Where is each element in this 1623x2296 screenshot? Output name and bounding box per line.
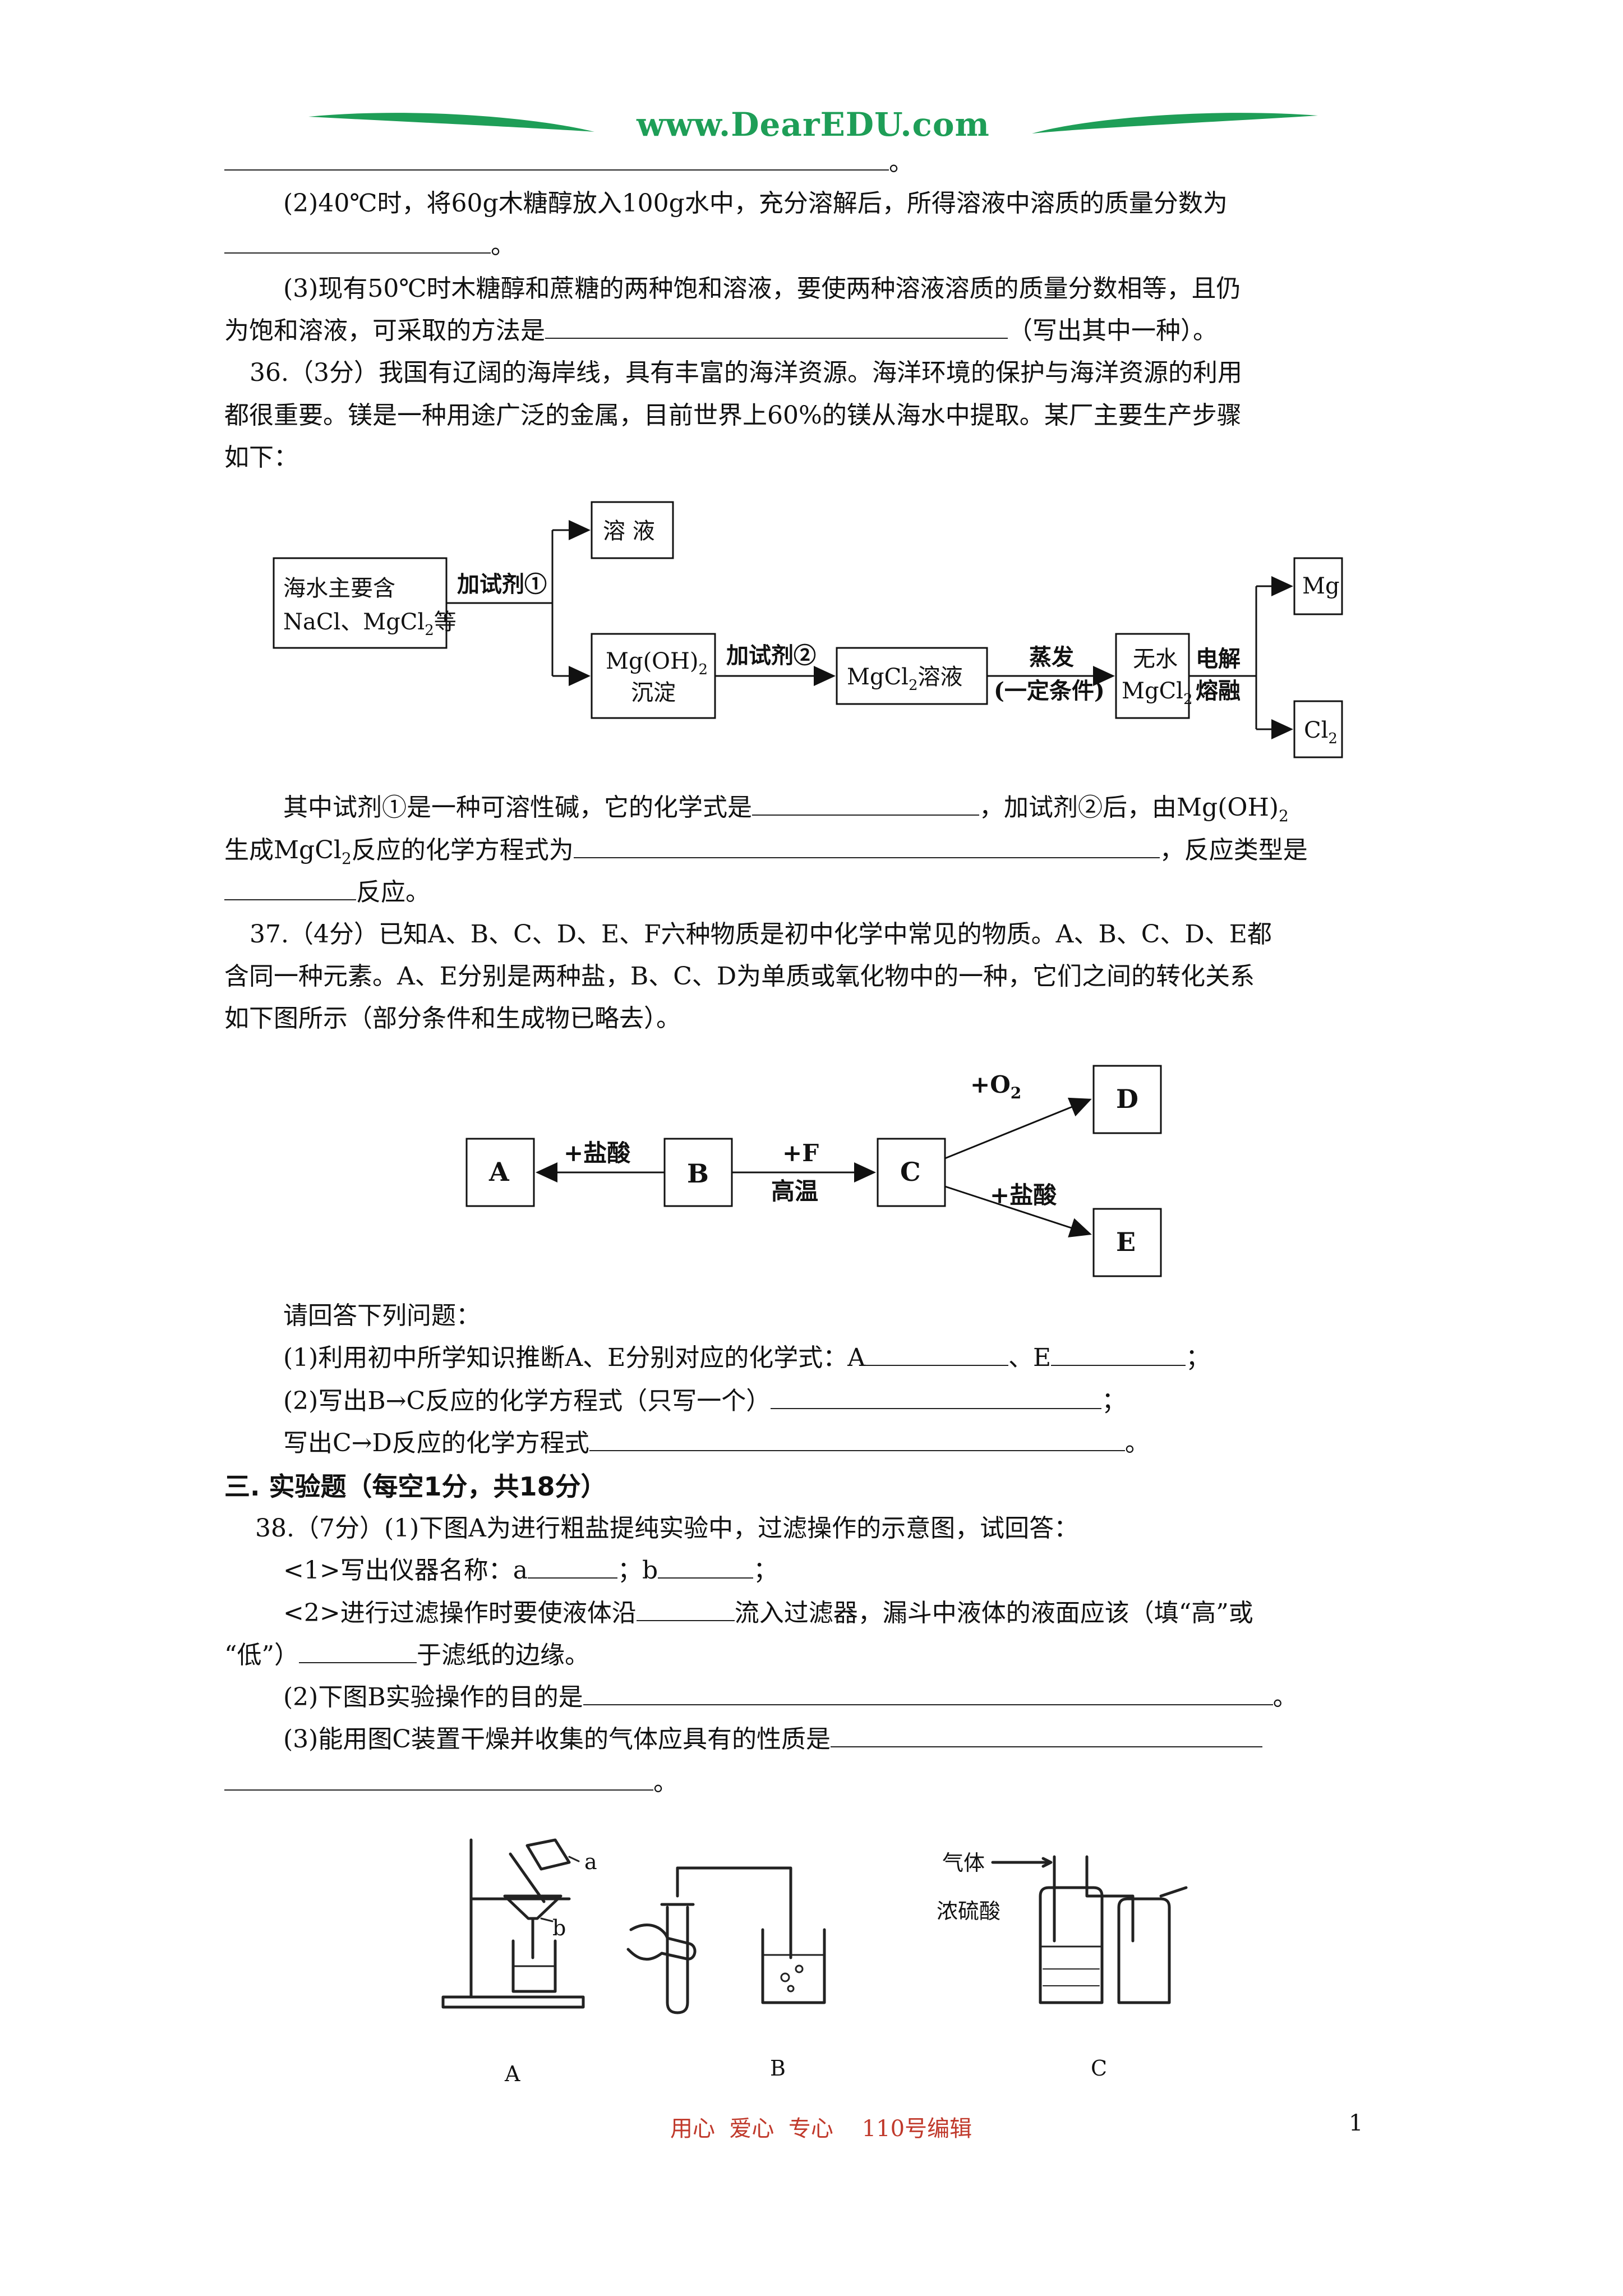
answer-blank[interactable] [771, 1386, 1102, 1409]
q37-question-1: (1)利用初中所学知识推断A、E分别对应的化学式：A、E； [283, 1342, 1211, 1372]
mg-box [1293, 557, 1343, 615]
figure-a-caption: A [504, 2062, 520, 2086]
conversion-diagram: A B C D E +盐酸 +F 高温 +O2 +盐酸 [465, 1065, 1162, 1277]
svg-text:E: E [1116, 1227, 1136, 1257]
q36-question-2: 生成MgCl2反应的化学方程式为，反应类型是 [224, 835, 1308, 868]
magnesium-flowchart: 海水主要含 NaCl、MgCl2等 加试剂① 溶 液 Mg(OH)2 沉淀 加试… [273, 501, 1343, 758]
q36-question-3: 反应。 [224, 877, 430, 908]
svg-text:熔融: 熔融 [1196, 678, 1241, 704]
o2-label: +O2 [970, 1071, 1021, 1102]
q38-line-2: <1>写出仪器名称：a；b； [283, 1555, 778, 1585]
q37-ask: 请回答下列问题： [283, 1301, 481, 1330]
hcl-ab-label: +盐酸 [564, 1139, 631, 1167]
q35-line-4: (3)现有50℃时木糖醇和蔗糖的两种饱和溶液，要使两种溶液溶质的质量分数相等，且… [283, 274, 1241, 303]
answer-blank[interactable] [224, 147, 889, 171]
svg-text:C: C [900, 1157, 921, 1187]
answer-blank[interactable] [224, 877, 356, 900]
electrolysis-label: 电解 [1196, 646, 1241, 672]
mg-label: Mg [1302, 573, 1340, 599]
reagent2-label: 加试剂② [726, 642, 816, 669]
answer-blank[interactable] [589, 1428, 1125, 1451]
figure-b-caption: B [770, 2056, 786, 2081]
seawater-label: 海水主要含 [283, 576, 395, 601]
apparatus-figures: a b A B C 气体 浓硫酸 [441, 1838, 1188, 2086]
q35-line-1: 。 [224, 147, 914, 178]
q37-intro-3: 如下图所示（部分条件和生成物已略去）。 [224, 1004, 681, 1033]
answer-blank[interactable] [224, 1767, 653, 1791]
section-3-title: 三. 实验题（每空1分，共18分） [224, 1471, 607, 1502]
q36-question-1: 其中试剂①是一种可溶性碱，它的化学式是，加试剂②后，由Mg(OH)2 [283, 792, 1289, 825]
conc-sulfuric-acid-label: 浓硫酸 [937, 1899, 1000, 1924]
footer-motto: 用心 爱心 专心 110号编辑 [670, 2116, 972, 2142]
q35-line-5: 为饱和溶液，可采取的方法是（写出其中一种）。 [224, 315, 1218, 345]
solution-box [591, 501, 674, 559]
figure-c-caption: C [1091, 2056, 1107, 2081]
q37-question-2: (2)写出B→C反应的化学方程式（只写一个）； [283, 1386, 1127, 1415]
answer-blank[interactable] [1051, 1342, 1186, 1366]
reagent1-label: 加试剂① [457, 571, 547, 597]
cl2-box [1293, 700, 1343, 758]
q36-intro-2: 都很重要。镁是一种用途广泛的金属，目前世界上60%的镁从海水中提取。某厂主要生产… [224, 401, 1242, 430]
filtration-apparatus-icon [441, 1838, 585, 2009]
q38-line-6: (3)能用图C装置干燥并收集的气体应具有的性质是 [283, 1724, 1262, 1755]
gas-drying-collection-icon [991, 1855, 1188, 2004]
svg-text:沉淀: 沉淀 [631, 680, 676, 706]
q38-line-5: (2)下图B实验操作的目的是。 [283, 1682, 1298, 1711]
svg-text:无水: 无水 [1133, 646, 1178, 672]
node-e [1092, 1208, 1162, 1277]
svg-text:(一定条件): (一定条件) [994, 678, 1105, 704]
answer-blank[interactable] [865, 1342, 1008, 1366]
q38-line-4: “低”）于滤纸的边缘。 [224, 1640, 589, 1669]
answer-blank[interactable] [527, 1555, 617, 1579]
svg-text:MgCl2溶液: MgCl2溶液 [847, 664, 963, 694]
header-swoosh-icon [308, 113, 1318, 134]
answer-blank[interactable] [831, 1724, 1262, 1747]
label-a: a [584, 1849, 597, 1874]
answer-blank[interactable] [658, 1555, 754, 1579]
page-number: 1 [1349, 2110, 1363, 2136]
airtightness-check-icon [626, 1866, 826, 2014]
answer-blank[interactable] [636, 1598, 735, 1621]
q35-line-2: (2)40℃时，将60g木糖醇放入100g水中，充分溶解后，所得溶液中溶质的质量… [283, 189, 1228, 218]
q38-line-3: <2>进行过滤操作时要使液体沿流入过滤器，漏斗中液体的液面应该（填“高”或 [283, 1598, 1253, 1627]
answer-blank[interactable] [545, 315, 1008, 339]
node-d [1092, 1065, 1162, 1134]
f-label: +F [782, 1139, 819, 1167]
svg-text:NaCl、MgCl2等: NaCl、MgCl2等 [283, 609, 457, 639]
evaporate-label: 蒸发 [1029, 644, 1074, 670]
q38-line-7: 。 [224, 1767, 678, 1798]
label-b: b [552, 1916, 566, 1940]
node-a [465, 1138, 535, 1207]
answer-blank[interactable] [299, 1640, 417, 1663]
hcl-ce-label: +盐酸 [990, 1181, 1057, 1209]
q36-intro-3: 如下： [224, 443, 298, 472]
svg-text:A: A [488, 1157, 510, 1187]
answer-blank[interactable] [583, 1682, 1273, 1705]
header-banner: www.DearEDU.com [303, 101, 1324, 151]
svg-text:Mg(OH)2: Mg(OH)2 [606, 648, 708, 678]
q35-line-3: 。 [224, 230, 515, 261]
q36-intro-1: 36.（3分）我国有辽阔的海岸线，具有丰富的海洋资源。海洋环境的保护与海洋资源的… [250, 358, 1242, 387]
svg-text:Cl2: Cl2 [1304, 717, 1338, 747]
answer-blank[interactable] [752, 792, 979, 816]
node-c [877, 1138, 946, 1207]
q37-question-3: 写出C→D反应的化学方程式。 [283, 1428, 1150, 1457]
high-temp-label: 高温 [771, 1177, 818, 1205]
q37-intro-1: 37.（4分）已知A、B、C、D、E、F六种物质是初中化学中常见的物质。A、B、… [250, 920, 1272, 949]
svg-text:MgCl2: MgCl2 [1122, 678, 1193, 708]
site-title: www.DearEDU.com [637, 105, 990, 144]
answer-blank[interactable] [224, 230, 491, 254]
gas-label: 气体 [942, 1851, 985, 1875]
answer-blank[interactable] [573, 835, 1160, 858]
solution-label: 溶 液 [603, 518, 655, 544]
svg-text:B: B [687, 1158, 709, 1189]
q37-intro-2: 含同一种元素。A、E分别是两种盐，B、C、D为单质或氧化物中的一种，它们之间的转… [224, 962, 1255, 991]
q38-line-1: 38.（7分）(1)下图A为进行粗盐提纯实验中，过滤操作的示意图，试回答： [255, 1514, 1079, 1543]
svg-text:D: D [1116, 1084, 1138, 1114]
